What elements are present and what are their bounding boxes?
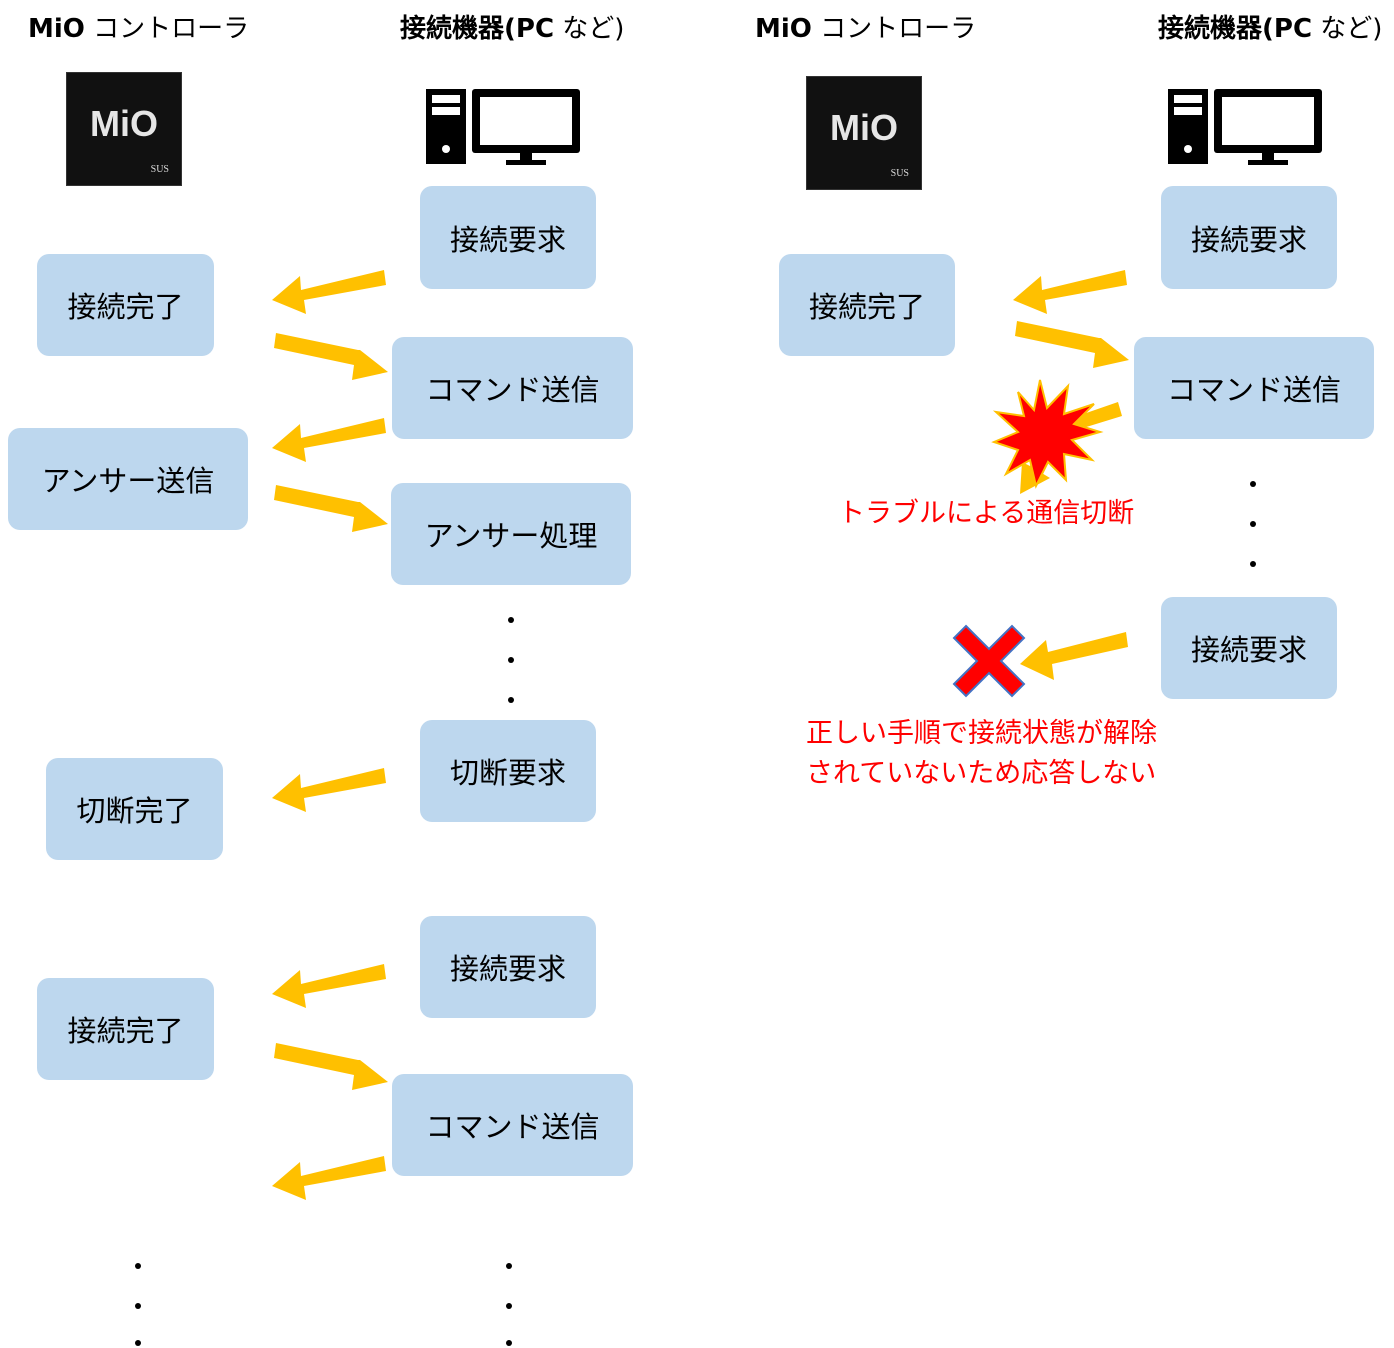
left-node-disconnect-request: 切断要求	[420, 720, 596, 822]
left-node-answer-process: アンサー処理	[391, 483, 631, 585]
arrow-icon	[274, 333, 388, 380]
arrow-icon	[1020, 632, 1128, 680]
ellipsis-dot	[135, 1340, 141, 1346]
arrow-icon	[274, 485, 388, 532]
arrow-icon	[272, 768, 386, 812]
cross-icon	[952, 624, 1026, 698]
ellipsis-dot	[508, 617, 514, 623]
left-mio-header: MiO コントローラ	[28, 14, 250, 44]
mio-controller-icon: MiO SUS	[66, 72, 182, 186]
right-pc-header: 接続機器(PC など)	[1158, 14, 1383, 44]
arrow-icon	[272, 1156, 386, 1200]
left-node-connect-request: 接続要求	[420, 186, 596, 289]
left-node-answer-send: アンサー送信	[8, 428, 248, 530]
left-node-command-send-2: コマンド送信	[392, 1074, 633, 1176]
no-response-note-line1: 正しい手順で接続状態が解除	[806, 718, 1157, 749]
pc-icon	[1168, 89, 1322, 165]
ellipsis-dot	[1250, 561, 1256, 567]
arrow-icon	[274, 1043, 388, 1090]
right-node-connect-request-2: 接続要求	[1161, 597, 1337, 699]
ellipsis-dot	[135, 1263, 141, 1269]
arrow-icon	[272, 418, 386, 462]
ellipsis-dot	[506, 1340, 512, 1346]
right-node-connect-request: 接続要求	[1161, 186, 1337, 289]
left-node-disconnect-complete: 切断完了	[46, 758, 223, 860]
ellipsis-dot	[1250, 481, 1256, 487]
arrow-icon	[1013, 270, 1127, 314]
arrow-icon	[1015, 321, 1129, 368]
no-response-note-line2: されていないため応答しない	[806, 758, 1157, 789]
ellipsis-dot	[508, 697, 514, 703]
left-node-connect-complete: 接続完了	[37, 254, 214, 356]
right-node-command-send: コマンド送信	[1134, 337, 1374, 439]
ellipsis-dot	[506, 1263, 512, 1269]
explosion-icon	[991, 379, 1104, 489]
arrow-icon	[272, 964, 386, 1008]
left-node-connect-complete-2: 接続完了	[37, 978, 214, 1080]
left-pc-header: 接続機器(PC など)	[400, 14, 625, 44]
ellipsis-dot	[1250, 521, 1256, 527]
left-node-command-send: コマンド送信	[392, 337, 633, 439]
arrow-icon	[272, 270, 386, 314]
right-node-connect-complete: 接続完了	[779, 254, 955, 356]
right-mio-header: MiO コントローラ	[755, 14, 977, 44]
ellipsis-dot	[508, 657, 514, 663]
pc-icon	[426, 89, 580, 165]
ellipsis-dot	[135, 1303, 141, 1309]
arrow-icon	[1066, 402, 1122, 432]
ellipsis-dot	[506, 1303, 512, 1309]
disconnect-note: トラブルによる通信切断	[838, 498, 1135, 529]
mio-controller-icon: MiO SUS	[806, 76, 922, 190]
left-node-connect-request-2: 接続要求	[420, 916, 596, 1018]
